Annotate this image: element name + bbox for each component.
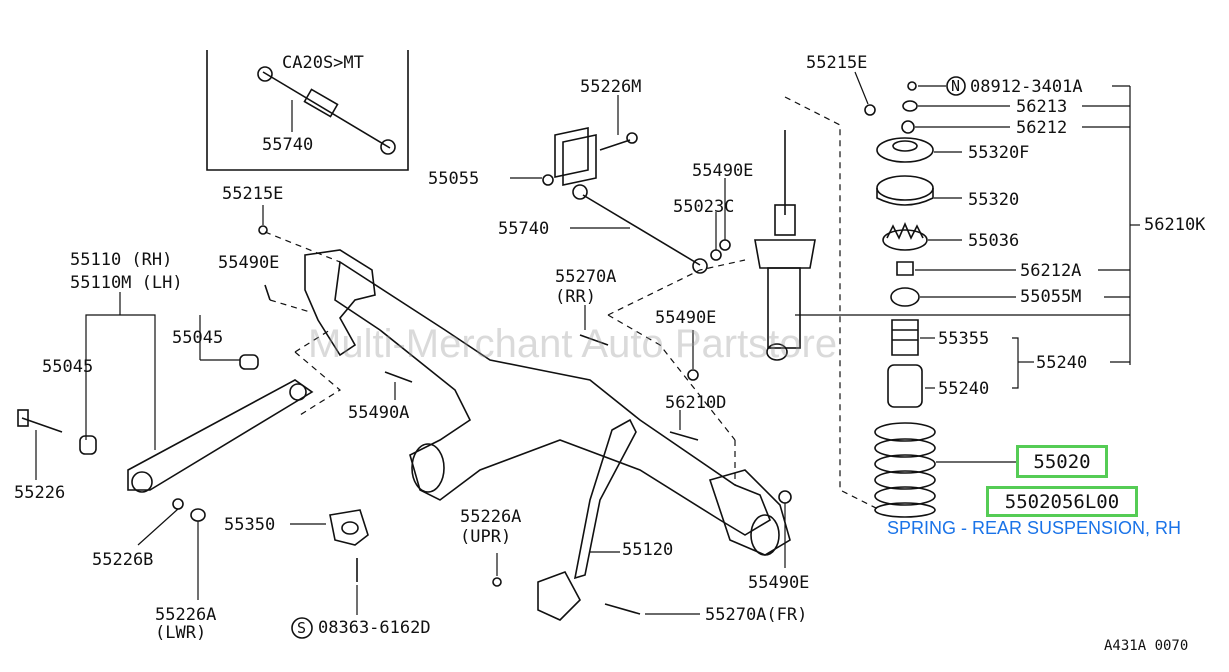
label-55215e-left[interactable]: 55215E: [222, 184, 283, 204]
label-56210k[interactable]: 56210K: [1144, 215, 1206, 235]
label-55120[interactable]: 55120: [622, 540, 673, 560]
label-55055m[interactable]: 55055M: [1020, 287, 1081, 307]
shock-absorber: [754, 130, 1130, 361]
label-rr[interactable]: (RR): [555, 287, 596, 307]
label-55110[interactable]: 55110 (RH): [70, 250, 172, 270]
label-55320f[interactable]: 55320F: [968, 143, 1029, 163]
label-55270a-rr[interactable]: 55270A: [555, 267, 616, 287]
label-56213[interactable]: 56213: [1016, 97, 1067, 117]
label-55270a-fr[interactable]: 55270A(FR): [705, 605, 807, 625]
lower-arm-assembly: 55110 (RH) 55110M (LH) 55045 55045 55226…: [14, 250, 314, 643]
label-lwr[interactable]: (LWR): [155, 623, 206, 643]
label-55320[interactable]: 55320: [968, 190, 1019, 210]
label-55746[interactable]: 55023C: [673, 197, 734, 217]
label-55490e-1[interactable]: 55055: [428, 169, 479, 189]
label-55110m[interactable]: 55110M (LH): [70, 273, 183, 293]
label-inset-55740[interactable]: 55740: [262, 135, 313, 155]
label-55036[interactable]: 55036: [968, 231, 1019, 251]
label-56210d[interactable]: 56210D: [665, 393, 726, 413]
label-56212a[interactable]: 56212A: [1020, 261, 1081, 281]
diagram-code: A431A 0070: [1104, 638, 1189, 654]
label-55226a-lwr[interactable]: 55226A: [155, 605, 216, 625]
label-56212[interactable]: 56212: [1016, 118, 1067, 138]
highlighted-part-number[interactable]: 55020: [1016, 445, 1108, 478]
svg-text:S: S: [297, 619, 306, 637]
label-55240[interactable]: 55240: [1036, 353, 1087, 373]
label-55215e-top[interactable]: 55215E: [806, 53, 867, 73]
label-55226[interactable]: 55226: [14, 483, 65, 503]
label-55490e-2[interactable]: 55490E: [218, 253, 279, 273]
label-55226a-upr[interactable]: 55226A: [460, 507, 521, 527]
inset-label: CA20S>MT: [282, 53, 364, 73]
label-08912[interactable]: 08912-3401A: [970, 77, 1083, 97]
bracket-55350: 55350 S 08363-6162D: [224, 509, 431, 639]
bracket-55226m: 55226M: [554, 77, 641, 186]
label-55350[interactable]: 55350: [224, 515, 275, 535]
label-55045-1[interactable]: 55045: [42, 357, 93, 377]
label-55055[interactable]: 55240: [938, 379, 989, 399]
label-55226b[interactable]: 55226B: [92, 550, 153, 570]
label-55023c[interactable]: 55490E: [692, 161, 753, 181]
upper-link: 55740 55055 55490E 55023C: [428, 161, 753, 274]
inset-box: CA20S>MT 55740: [206, 50, 409, 171]
axle-housing: 55215E 55490E 55490A 55270A (RR) 55490E …: [218, 184, 809, 593]
label-55490a[interactable]: 55490A: [348, 403, 409, 423]
top-mount-stack: 55215E N 08912-3401A 56213 56212 55320F …: [806, 53, 1206, 408]
watermark: Multi-Merchant Auto Partstore: [308, 322, 838, 366]
label-55740[interactable]: 55740: [498, 219, 549, 239]
label-55045-2[interactable]: 55045: [172, 328, 223, 348]
label-55490e-3[interactable]: 55490E: [655, 308, 716, 328]
label-55355[interactable]: 55355: [938, 329, 989, 349]
label-upr[interactable]: (UPR): [460, 527, 511, 547]
highlighted-oem-number[interactable]: 5502056L00: [986, 486, 1138, 517]
label-55226m[interactable]: 55226M: [580, 77, 641, 97]
lateral-rod: 55120 55226A (UPR) 55270A(FR): [460, 418, 807, 625]
part-description-link[interactable]: SPRING - REAR SUSPENSION, RH: [887, 518, 1182, 538]
label-08363[interactable]: 08363-6162D: [318, 618, 431, 638]
svg-text:N: N: [951, 77, 960, 95]
label-55490e-4[interactable]: 55490E: [748, 573, 809, 593]
coil-spring: [874, 422, 1016, 518]
